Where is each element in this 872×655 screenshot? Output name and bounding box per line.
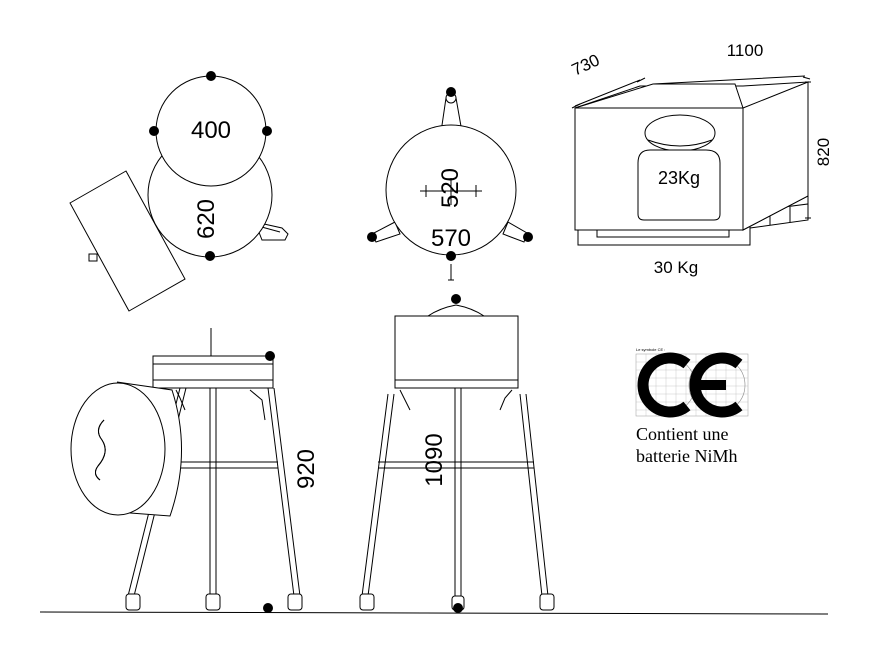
svg-text:Le symbole CE :: Le symbole CE : — [636, 347, 665, 352]
open-lid-drum — [70, 381, 182, 517]
ce-note-line1: Contient une — [636, 424, 729, 444]
side-height-label: 920 — [293, 449, 320, 489]
leg-stub — [254, 221, 289, 241]
lid-handle — [88, 253, 98, 262]
front-elevation: 1090 — [359, 294, 555, 613]
plan-view-tripod: 520 570 — [367, 87, 533, 281]
body-diameter-label: 620 — [193, 199, 220, 239]
crate-weight-label: 30 Kg — [654, 258, 698, 277]
crate-depth-label: 730 — [569, 50, 603, 79]
shipping-crate: 23Kg 730 1100 820 30 Kg — [569, 41, 833, 277]
ground-line — [39, 611, 829, 615]
ce-mark-logo: Le symbole CE : — [635, 347, 749, 418]
crate-side — [742, 81, 809, 231]
front-box — [394, 315, 519, 381]
crate-width-label: 1100 — [727, 41, 764, 60]
ce-note-line2: batterie NiMh — [636, 446, 737, 466]
weight-icon — [637, 114, 721, 221]
leg-span-label: 570 — [431, 225, 471, 252]
lid-diameter-label: 400 — [191, 117, 231, 144]
open-lid-panel — [69, 170, 186, 312]
plan-view-open-lid: 400 620 — [69, 71, 289, 312]
top-diameter-label: 520 — [437, 168, 464, 208]
crate-height-label: 820 — [814, 138, 833, 166]
front-height-label: 1090 — [421, 433, 448, 486]
weight-label: 23Kg — [658, 168, 700, 188]
side-elevation: 920 — [70, 328, 320, 611]
